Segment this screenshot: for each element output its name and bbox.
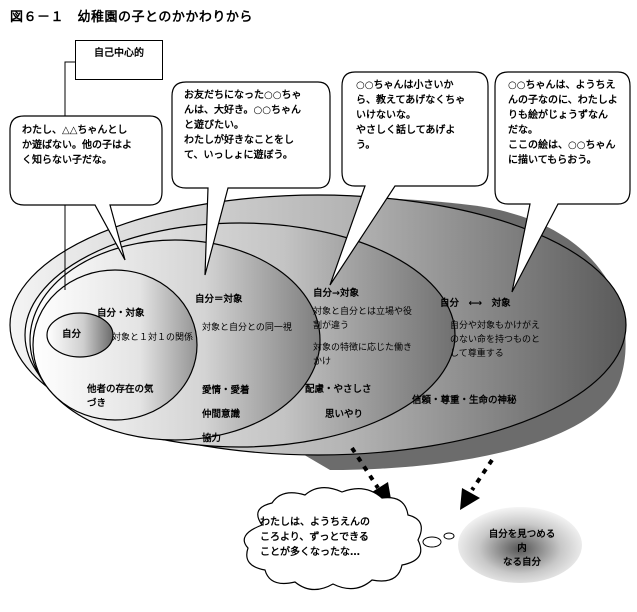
stage1-bottom: 他者の存在の気 づき xyxy=(87,384,154,409)
speech-bubble-3 xyxy=(329,71,489,286)
stage2-b2: 仲間意識 xyxy=(202,409,241,420)
inner-self-text: 自分を見つめる内 なる自分 xyxy=(488,529,556,568)
bubble-2-text: お友だちになった○○ちゃ んは、大好き。○○ちゃん と遊びたい。 わたしが好きな… xyxy=(184,90,302,161)
stage0-label: 自分 xyxy=(62,329,82,340)
thought-dot-small xyxy=(443,532,455,540)
inner-self-oval xyxy=(458,507,582,583)
stage3-b2: 思いやり xyxy=(325,409,364,420)
speech-bubble-2 xyxy=(171,81,331,276)
stage1-desc: 対象と１対１の関係 xyxy=(112,333,194,343)
stage0-oval xyxy=(46,312,114,358)
stage1-label: 自分・対象 xyxy=(97,308,145,319)
stage2-b1: 愛情・愛着 xyxy=(202,385,250,396)
stage3-b1: 配慮・やさしさ xyxy=(305,384,372,395)
stage2-desc: 対象と自分との同一視 xyxy=(202,323,292,333)
ego-connector xyxy=(64,61,75,290)
bubble-1-text: わたし、△△ちゃんとし か遊ばない。他の子はよ く知らない子だな。 xyxy=(22,125,132,166)
thought-cloud xyxy=(243,487,422,591)
stage4-label: 自分 ⟷ 対象 xyxy=(440,298,511,309)
stage3-desc1: 対象と自分とは立場や役 割が違う xyxy=(313,307,413,331)
thought-dot-large xyxy=(422,536,442,548)
stage4-b1: 信頼・尊重・生命の神秘 xyxy=(412,395,517,406)
stage3-label: 自分→対象 xyxy=(313,288,359,299)
arrow-to-self xyxy=(460,458,494,510)
bubble-3-text: ○○ちゃんは小さいか ら、教えてあげなくちゃ いけないな。 やさしく話してあげよ… xyxy=(356,80,466,151)
stage2-label: 自分＝対象 xyxy=(195,294,243,305)
speech-bubble-4 xyxy=(494,71,631,293)
stage1-oval xyxy=(32,269,198,421)
stage4-desc: 自分や対象もかけがえ のない命を持つものと して尊重する xyxy=(450,321,541,359)
stage3-desc2: 対象の特徴に応じた働き かけ xyxy=(313,343,413,367)
figure-title: 図６－１ 幼稚園の子とのかかわりから xyxy=(10,10,253,25)
bubble-4-text: ○○ちゃんは、ようちえ んの子なのに、わたしよ りも絵がじょうずなん だな。 こ… xyxy=(508,80,618,166)
thought-cloud-text: わたしは、ようちえんの ころより、ずっとできる ことが多くなったな… xyxy=(260,517,370,558)
ego-label-box: 自己中心的 xyxy=(75,40,163,80)
stage2-b3: 協力 xyxy=(202,433,222,444)
speech-bubble-1 xyxy=(9,115,163,261)
